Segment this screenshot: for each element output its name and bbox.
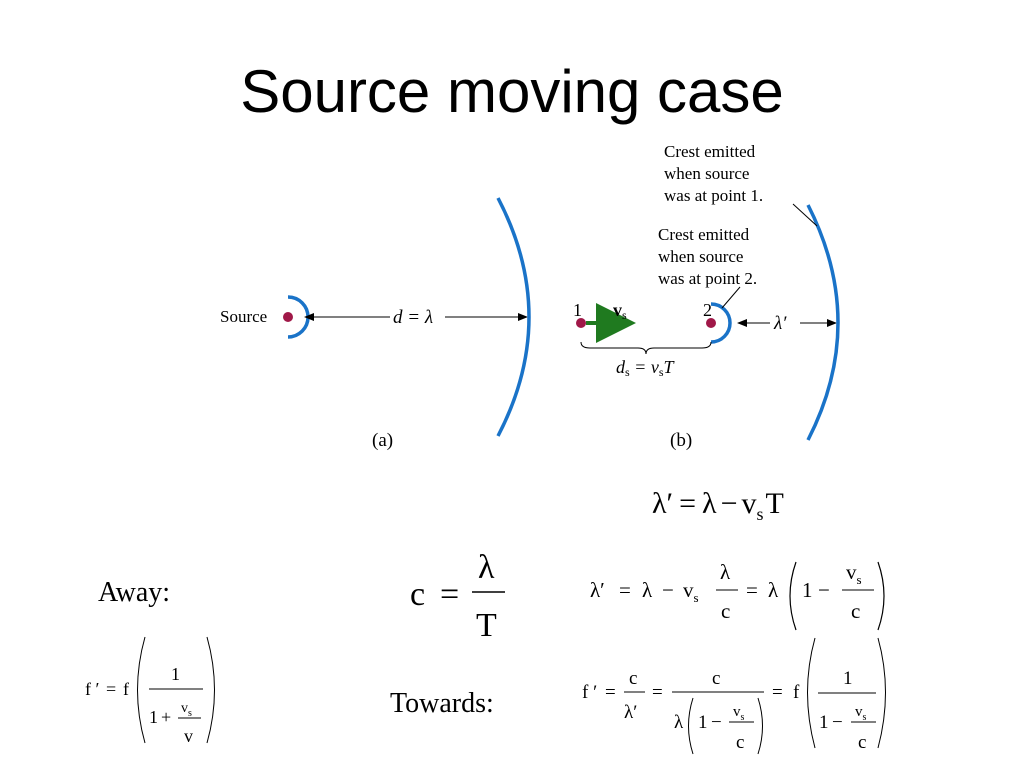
svg-text:f ′: f ′ bbox=[85, 679, 99, 699]
svg-text:=: = bbox=[605, 682, 616, 703]
svg-text:λ′=λ−vsT: λ′=λ−vsT bbox=[652, 487, 784, 524]
crest2-leader bbox=[721, 286, 741, 309]
svg-text:−: − bbox=[662, 578, 674, 602]
crest1-note: Crest emitted when source was at point 1… bbox=[664, 142, 763, 205]
svg-text:+: + bbox=[161, 707, 171, 727]
svg-text:c: c bbox=[629, 668, 637, 689]
svg-text:λ′: λ′ bbox=[590, 578, 605, 602]
towards-label: Towards: bbox=[390, 688, 494, 719]
svg-text:c: c bbox=[736, 732, 744, 753]
eq-away-formula: f ′ = f 1 1 + vs v bbox=[85, 636, 215, 746]
velocity-label: vs bbox=[613, 300, 627, 322]
svg-text:=: = bbox=[619, 578, 631, 602]
svg-text:T: T bbox=[476, 607, 497, 644]
svg-text:f: f bbox=[123, 679, 129, 699]
panel-b: 1 2 vs ds = vsT λ′ Crest emitted when so… bbox=[573, 142, 840, 451]
svg-text:=: = bbox=[440, 576, 459, 613]
svg-text:=: = bbox=[772, 682, 783, 703]
caption-b: (b) bbox=[670, 430, 692, 451]
svg-text:=: = bbox=[652, 682, 663, 703]
svg-text:1: 1 bbox=[698, 712, 708, 733]
ds-brace bbox=[580, 341, 712, 355]
eq-lambda-prime-expanded: λ′ = λ − vs λ c = λ 1 − vs c bbox=[590, 560, 885, 631]
point1-label: 1 bbox=[573, 300, 582, 320]
svg-text:1: 1 bbox=[802, 578, 813, 602]
svg-text:−: − bbox=[711, 712, 722, 733]
svg-text:1: 1 bbox=[843, 668, 853, 689]
svg-text:c: c bbox=[712, 668, 720, 689]
source-dot bbox=[283, 312, 293, 322]
svg-text:v: v bbox=[184, 726, 193, 746]
svg-text:λ: λ bbox=[720, 560, 731, 584]
svg-text:λ: λ bbox=[642, 578, 653, 602]
source-label: Source bbox=[220, 307, 267, 326]
point2-label: 2 bbox=[703, 300, 712, 320]
svg-text:λ′: λ′ bbox=[624, 702, 637, 723]
caption-a: (a) bbox=[372, 430, 393, 451]
eq-towards-formula: f ′ = c λ′ = c λ 1 − vs c = f 1 1 − vs c bbox=[582, 637, 886, 755]
svg-text:−: − bbox=[818, 578, 830, 602]
svg-text:1: 1 bbox=[149, 707, 158, 727]
svg-text:c: c bbox=[410, 576, 425, 613]
svg-text:λ: λ bbox=[674, 712, 684, 733]
eq-lambda-prime: λ′=λ−vsT bbox=[652, 487, 784, 524]
small-wavefront-b bbox=[710, 302, 732, 344]
svg-text:=: = bbox=[106, 679, 116, 699]
away-label: Away: bbox=[98, 577, 170, 608]
svg-text:−: − bbox=[832, 712, 843, 733]
svg-text:vs: vs bbox=[855, 704, 867, 723]
svg-text:c: c bbox=[721, 599, 730, 623]
ds-label: ds = vsT bbox=[616, 357, 675, 379]
svg-text:λ: λ bbox=[478, 549, 495, 586]
svg-text:1: 1 bbox=[171, 664, 180, 684]
svg-text:vs: vs bbox=[846, 560, 862, 587]
distance-label: d = λ bbox=[393, 307, 433, 328]
svg-text:vs: vs bbox=[683, 578, 699, 605]
svg-text:vs: vs bbox=[181, 701, 192, 719]
svg-text:c: c bbox=[851, 599, 860, 623]
svg-text:vs: vs bbox=[733, 704, 745, 723]
large-wavefront-a bbox=[496, 197, 531, 437]
svg-text:=: = bbox=[746, 578, 758, 602]
svg-text:λ: λ bbox=[768, 578, 779, 602]
svg-text:f: f bbox=[793, 682, 800, 703]
slide-title: Source moving case bbox=[240, 58, 784, 125]
panel-a: Source d = λ (a) bbox=[220, 197, 531, 451]
lambda-prime-label: λ′ bbox=[773, 313, 787, 334]
source-dot-point1 bbox=[576, 318, 586, 328]
crest2-note: Crest emitted when source was at point 2… bbox=[658, 225, 757, 288]
svg-text:f ′: f ′ bbox=[582, 682, 597, 703]
large-wavefront-b bbox=[806, 204, 840, 441]
svg-text:c: c bbox=[858, 732, 866, 753]
eq-c-definition: c = λ T bbox=[410, 549, 505, 644]
source-dot-point2 bbox=[706, 318, 716, 328]
svg-text:1: 1 bbox=[819, 712, 829, 733]
crest1-leader bbox=[792, 203, 818, 227]
